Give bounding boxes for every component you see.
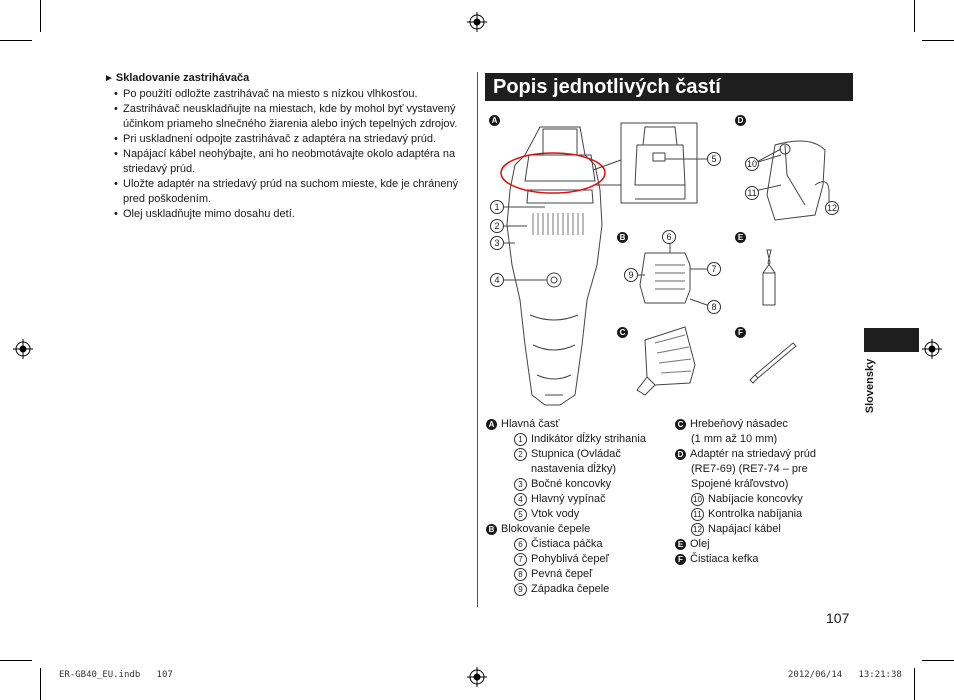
figure-badge-c: C [617,327,628,338]
callout-6: 6 [662,230,676,244]
list-item: Zastrihávač neuskladňujte na miestach, k… [114,102,474,132]
callout-8: 8 [707,300,721,314]
storage-list: Po použití odložte zastrihávač na miesto… [104,87,474,222]
registration-mark-icon [922,339,942,359]
legend-d-cont: (RE7-69) (RE7-74 – pre [691,463,808,475]
parts-illustration [500,122,838,406]
list-item: Napájací kábel neohýbajte, ani ho neobmo… [114,147,474,177]
callout-3: 3 [490,236,504,250]
legend-c-range: (1 mm až 10 mm) [691,433,778,445]
callout-4: 4 [490,273,504,287]
registration-mark-icon [13,339,33,359]
figure-badge-a: A [489,115,500,126]
callout-10: 10 [745,157,759,171]
triangle-right-icon: ► [104,73,114,84]
registration-mark-icon [467,12,487,32]
storage-heading: ►Skladovanie zastrihávača [104,72,250,84]
list-item: Uložte adaptér na striedavý prúd na such… [114,177,474,207]
page-number: 107 [826,610,850,626]
callout-12: 12 [825,201,839,215]
figure-badge-e: E [735,232,746,243]
page-title: Popis jednotlivých častí [485,73,853,101]
footer-file: ER-GB40_EU.indb 107 [59,670,173,680]
footer-timestamp: 2012/06/14 13:21:38 [788,670,902,680]
callout-9: 9 [624,268,638,282]
legend-item: nastavenia dĺžky) [531,463,616,475]
callout-11: 11 [745,186,759,200]
language-tab [864,328,919,352]
callout-5: 5 [707,152,721,166]
list-item: Olej uskladňujte mimo dosahu detí. [114,207,474,222]
figure-badge-f: F [735,327,746,338]
language-label: Slovensky [864,358,876,414]
figure-badge-b: B [617,232,628,243]
legend-d-cont: Spojené kráľovstvo) [691,478,789,490]
callout-7: 7 [707,262,721,276]
list-item: Pri uskladnení odpojte zastrihávač z ada… [114,132,474,147]
storage-section: ►Skladovanie zastrihávača Po použití odl… [104,71,474,222]
figure-badge-d: D [735,115,746,126]
list-item: Po použití odložte zastrihávač na miesto… [114,87,474,102]
callout-2: 2 [490,219,504,233]
column-divider [477,72,478,607]
callout-1: 1 [490,200,504,214]
registration-mark-icon [467,667,487,687]
